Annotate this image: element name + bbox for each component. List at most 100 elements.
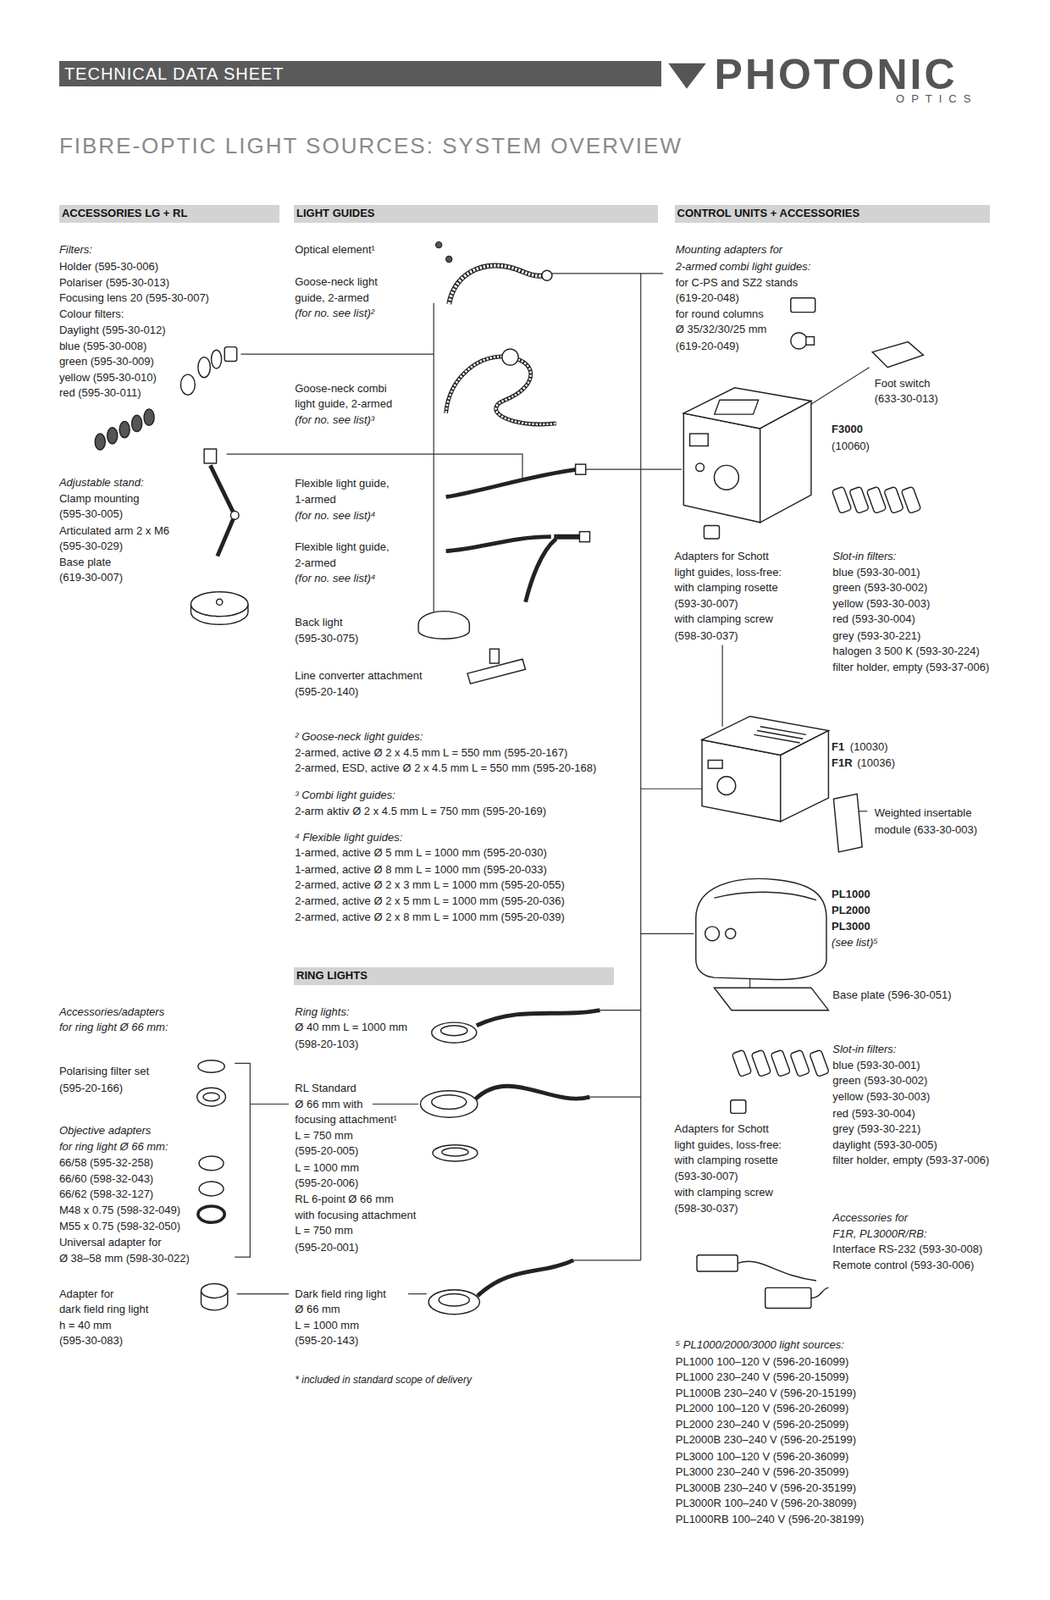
part-label: light guide, 2-armed (294, 397, 393, 411)
leader-lines (583, 469, 682, 470)
part-label: Ø 40 mm L = 1000 mm (294, 1020, 408, 1034)
leader-lines (641, 788, 702, 790)
part-label: Weighted insertable (874, 806, 973, 820)
band-text: CONTROL UNITS + ACCESSORIES (677, 205, 988, 221)
part-label: module (633-30-003) (874, 823, 978, 837)
control-unit-drawings (731, 1049, 752, 1077)
band-text: TECHNICAL DATA SHEET (64, 63, 657, 84)
part-label: Optical element¹ (294, 243, 376, 257)
control-unit-drawings (790, 332, 807, 349)
part-label: (593-30-007) (674, 596, 739, 611)
light-guide-drawings (448, 265, 546, 304)
ring-light-drawings (438, 1293, 470, 1306)
part-label: (10036) (856, 756, 896, 770)
part-label: Flexible light guide, (294, 540, 389, 554)
part-label: yellow (593-30-003) (832, 1089, 930, 1104)
part-label: F1R, PL3000R/RB: (832, 1226, 927, 1241)
part-label: Remote control (593-30-006) (832, 1258, 974, 1272)
part-label: (598-20-103) (294, 1037, 359, 1051)
part-label: green (593-30-002) (832, 580, 928, 595)
part-label: h = 40 mm (59, 1318, 112, 1332)
ring-light-drawings (441, 1025, 468, 1036)
part-label: 2-armed, active Ø 2 x 5 mm L = 1000 mm (… (294, 894, 565, 908)
part-label: focusing attachment¹ (294, 1112, 398, 1127)
part-label: Adapter for (59, 1287, 114, 1301)
control-unit-drawings (780, 730, 829, 822)
ring-light-drawings (431, 1094, 467, 1110)
part-label: Daylight (595-30-012) (59, 323, 166, 338)
part-label: Adjustable stand: (59, 475, 144, 490)
part-label: Mounting adapters for (675, 243, 783, 257)
control-unit-drawings (696, 1254, 738, 1272)
control-unit-drawings (765, 1287, 812, 1308)
control-unit-drawings (737, 1260, 817, 1281)
part-label: Polariser (595-30-013) (59, 276, 170, 290)
light-guide-drawings (418, 611, 470, 640)
ring-light-drawings (442, 1147, 469, 1156)
part-label: F1R (831, 756, 853, 770)
part-label: PL1000RB 100–240 V (596-20-38199) (675, 1512, 865, 1526)
part-label: green (593-30-002) (832, 1073, 928, 1088)
section-band: LIGHT GUIDES (293, 204, 658, 223)
part-label: PL1000 100–120 V (596-20-16099) (675, 1354, 850, 1369)
part-label: Adapters for Schott (674, 1121, 769, 1136)
control-unit-drawings (713, 464, 739, 490)
part-label: green (595-30-009) (59, 354, 155, 369)
control-unit-drawings (760, 400, 812, 522)
adjustable-stand-drawing (210, 464, 235, 556)
part-label: with focusing attachment (294, 1208, 416, 1222)
part-label: (595-20-006) (294, 1176, 359, 1190)
part-label: Polarising filter set (59, 1064, 150, 1078)
control-unit-drawings (753, 726, 806, 743)
control-unit-drawings (809, 1049, 829, 1077)
control-unit-drawings (849, 486, 869, 514)
leader-lines (551, 272, 664, 274)
part-label: PL2000 (831, 903, 871, 918)
part-label: (595-30-029) (59, 539, 123, 553)
part-label: (595-30-075) (294, 631, 359, 646)
part-label: (10030) (850, 740, 889, 754)
part-label: Base plate (59, 555, 111, 570)
part-label: Slot-in filters: (832, 549, 896, 564)
part-label: (633-30-013) (874, 392, 939, 406)
part-label: Clamp mounting (59, 491, 140, 506)
section-band: ACCESSORIES LG + RL (59, 204, 280, 223)
light-guide-drawings (575, 464, 586, 475)
part-label: light guides, loss-free: (674, 565, 782, 580)
part-label: PL3000 230–240 V (596-20-35099) (675, 1464, 850, 1479)
part-label: * included in standard scope of delivery (294, 1372, 472, 1387)
part-label: (595-20-005) (294, 1143, 359, 1158)
part-label: F1 (831, 740, 845, 754)
part-label: blue (595-30-008) (59, 339, 147, 354)
control-unit-drawings (900, 486, 921, 514)
logo-triangle (668, 63, 707, 89)
part-label: daylight (593-30-005) (832, 1138, 938, 1152)
ring-light-drawings (431, 1022, 477, 1043)
part-label: (for no. see list)² (294, 306, 375, 321)
part-label: F3000 (831, 422, 863, 437)
part-label: PL1000 (831, 887, 871, 901)
part-label: (10060) (831, 439, 870, 454)
control-unit-drawings (790, 298, 816, 313)
ring-light-drawings (201, 1283, 228, 1299)
part-label: Interface RS-232 (593-30-008) (832, 1242, 983, 1256)
light-guide-drawings (525, 538, 557, 603)
part-label: light guides, loss-free: (674, 1138, 782, 1152)
part-label: 2-armed, ESD, active Ø 2 x 4.5 mm L = 55… (294, 761, 597, 775)
light-guide-drawings (446, 536, 552, 552)
part-label: yellow (595-30-010) (59, 370, 157, 385)
part-label: (595-20-140) (294, 685, 359, 699)
part-label: PL3000B 230–240 V (596-20-35199) (675, 1481, 857, 1495)
part-label: Ø 35/32/30/25 mm (675, 322, 768, 337)
ring-light-drawings (198, 1155, 224, 1171)
part-label: Accessories for (832, 1210, 908, 1225)
filter-drawings (180, 374, 195, 395)
part-label: blue (593-30-001) (832, 1058, 920, 1073)
part-label: ³ Combi light guides: (294, 788, 396, 802)
part-label: Objective adapters (59, 1123, 151, 1138)
part-label: 2-armed, active Ø 2 x 8 mm L = 1000 mm (… (294, 910, 565, 924)
part-label: (593-30-007) (674, 1169, 739, 1183)
part-label: grey (593-30-221) (832, 629, 921, 643)
